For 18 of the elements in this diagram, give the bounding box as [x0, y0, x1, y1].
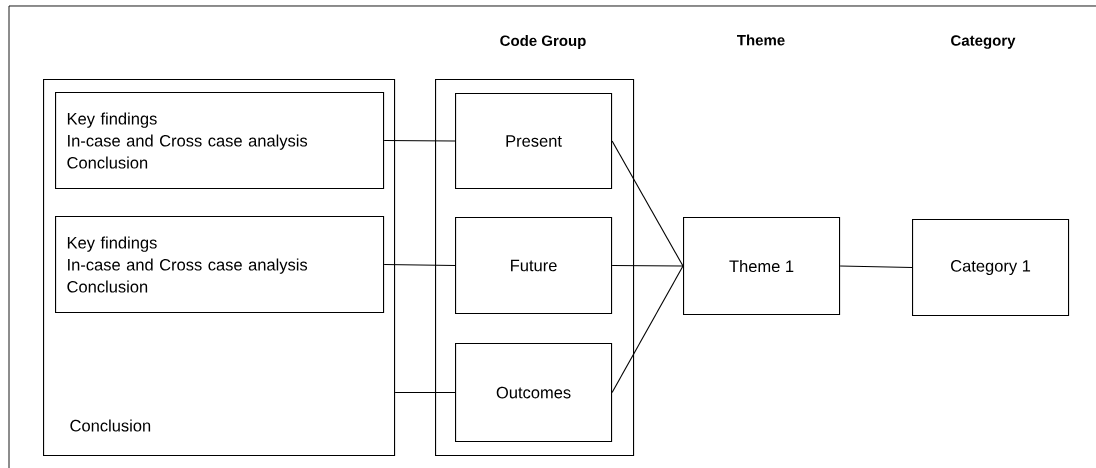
process-box: Outcomes: [455, 343, 613, 443]
group-box: [435, 79, 635, 457]
text-box: Key findings In-case and Cross case analysis Conclusion: [55, 216, 385, 314]
connector-line: [611, 265, 684, 267]
process-box: Category 1: [912, 219, 1070, 317]
process-box: Future: [455, 217, 613, 315]
column-heading: Code Group: [500, 35, 586, 49]
connector-line: [394, 392, 456, 394]
connector-line: [611, 140, 684, 267]
connector-line: [611, 265, 684, 394]
process-box: Present: [455, 93, 613, 190]
connector-line: [383, 140, 456, 142]
connector-line: [383, 264, 456, 267]
connector-line: [839, 265, 913, 269]
column-heading: Category: [951, 35, 1016, 49]
text-box: Key findings In-case and Cross case analysis Conclusion: [55, 92, 385, 190]
process-box: Theme 1: [683, 217, 841, 316]
column-heading: Theme: [737, 34, 785, 46]
